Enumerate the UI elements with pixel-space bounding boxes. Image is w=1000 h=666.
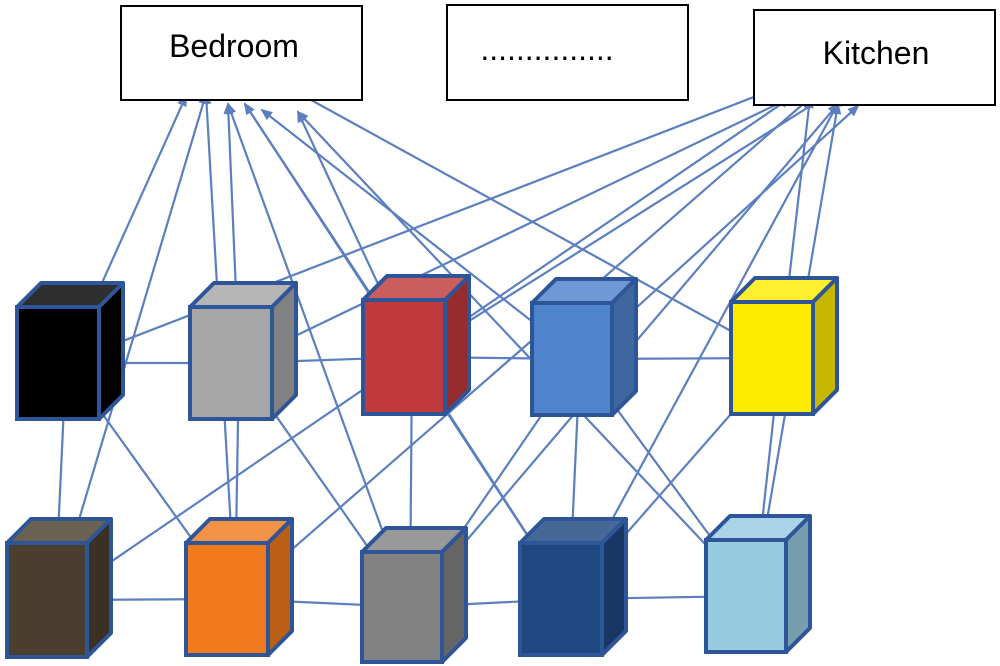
- label-bedroom-text: Bedroom: [169, 28, 299, 64]
- cube-5: [5, 517, 113, 659]
- label-kitchen: Kitchen: [753, 9, 996, 106]
- arrow-to-bedroom-5: [226, 102, 412, 608]
- arrow-to-kitchen-2: [234, 96, 812, 600]
- arrow-to-kitchen-1: [238, 97, 792, 364]
- cube-8: [518, 517, 628, 657]
- label-kitchen-text: Kitchen: [823, 35, 930, 71]
- cube-9: [704, 514, 812, 654]
- arrow-to-bedroom-8: [280, 83, 781, 359]
- arrow-to-bedroom-9: [296, 110, 755, 597]
- cube-7: [360, 526, 468, 664]
- arrow-to-kitchen-3: [411, 94, 828, 358]
- cube-3: [530, 277, 638, 417]
- arrow-to-bedroom-1: [53, 92, 208, 601]
- label-bedroom: Bedroom: [120, 5, 363, 101]
- label-ellipsis: ...............: [446, 4, 689, 101]
- cube-6: [184, 517, 294, 657]
- cube-0: [15, 281, 125, 421]
- cube-1: [188, 281, 298, 421]
- label-ellipsis-text: ...............: [480, 31, 613, 67]
- arrow-to-kitchen-6: [568, 94, 843, 600]
- arrow-to-kitchen-0: [65, 88, 774, 365]
- cube-4: [729, 276, 839, 416]
- arrow-to-bedroom-6: [260, 108, 581, 360]
- cube-2: [361, 274, 471, 416]
- cubes-group: [5, 274, 839, 664]
